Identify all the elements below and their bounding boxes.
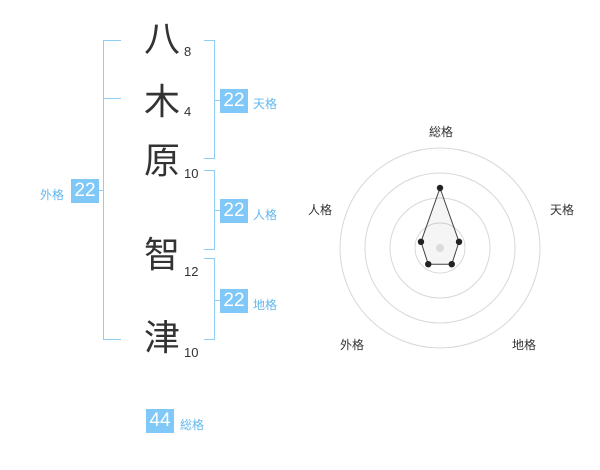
radar-point-5 bbox=[417, 238, 425, 246]
radar-ring bbox=[414, 222, 466, 274]
stroke-count-2: 4 bbox=[184, 104, 192, 119]
tenkaku-bracket bbox=[204, 40, 215, 159]
gaikaku-connector bbox=[96, 190, 104, 191]
tenkaku-label: 天格 bbox=[253, 97, 278, 111]
tenkaku-value: 22 bbox=[220, 89, 248, 113]
gaikaku-label: 外格 bbox=[40, 188, 65, 202]
stroke-count-5: 10 bbox=[184, 345, 199, 360]
stroke-count-4: 12 bbox=[184, 264, 199, 279]
jinkaku-connector bbox=[214, 210, 222, 211]
radar-ring bbox=[364, 172, 516, 324]
name-char-5: 津 bbox=[143, 318, 180, 359]
name-char-4: 智 bbox=[143, 235, 180, 276]
jinkaku-value: 22 bbox=[220, 199, 248, 223]
radar-label-chikaku: 地格 bbox=[511, 338, 536, 352]
stroke-count-1: 8 bbox=[184, 44, 192, 59]
radar-label-gaikaku: 外格 bbox=[339, 338, 364, 352]
jinkaku-label: 人格 bbox=[253, 208, 278, 222]
radar-point-1 bbox=[436, 184, 444, 192]
gaikaku-value: 22 bbox=[71, 179, 99, 203]
radar-label-sokaku: 総格 bbox=[428, 125, 453, 139]
radar-series-polygon bbox=[420, 186, 460, 265]
radar-label-jinkaku: 人格 bbox=[307, 203, 332, 217]
chikaku-bracket bbox=[204, 258, 215, 340]
radar-label-tenkaku: 天格 bbox=[549, 203, 574, 217]
tenkaku-connector bbox=[214, 100, 222, 101]
stroke-count-3: 10 bbox=[184, 166, 199, 181]
name-char-1: 八 bbox=[143, 19, 180, 60]
chikaku-label: 地格 bbox=[253, 298, 278, 312]
radar-ring bbox=[339, 147, 541, 349]
chikaku-connector bbox=[214, 300, 222, 301]
sokaku-value: 44 bbox=[146, 409, 174, 433]
name-char-3: 原 bbox=[143, 141, 180, 182]
radar-point-2 bbox=[455, 238, 463, 246]
radar-point-3 bbox=[448, 260, 455, 268]
radar-ring bbox=[389, 197, 491, 299]
bracket-divider bbox=[103, 98, 121, 99]
name-char-2: 木 bbox=[143, 82, 180, 123]
radar-point-4 bbox=[425, 260, 432, 268]
sokaku-label: 総格 bbox=[180, 418, 205, 432]
radar-center bbox=[436, 244, 444, 252]
chikaku-value: 22 bbox=[220, 289, 248, 313]
